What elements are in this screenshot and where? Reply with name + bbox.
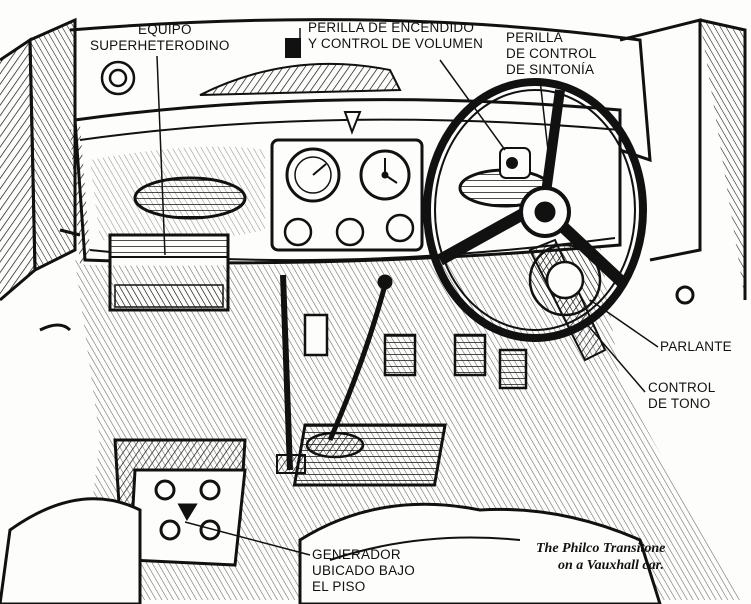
label-line: PARLANTE bbox=[660, 339, 732, 354]
label-line: EQUIPO bbox=[138, 22, 192, 37]
cowl bbox=[199, 62, 402, 96]
windshield-frame bbox=[0, 17, 747, 302]
label-generador: GENERADOR UBICADO BAJO EL PISO bbox=[312, 547, 415, 595]
label-line: CONTROL bbox=[648, 380, 716, 395]
label-line: DE SINTONÍA bbox=[506, 62, 595, 77]
caption-line: on a Vauxhall car. bbox=[558, 558, 664, 573]
loudspeaker bbox=[528, 243, 602, 317]
rearview-mirror bbox=[100, 60, 136, 96]
seats bbox=[0, 497, 662, 604]
label-line: DE TONO bbox=[648, 396, 711, 411]
door-handles bbox=[39, 228, 695, 332]
floor-mat bbox=[292, 423, 447, 487]
label-line: Y CONTROL DE VOLUMEN bbox=[308, 36, 484, 51]
label-line: SUPERHETERODINO bbox=[90, 38, 230, 53]
label-perilla-encendido: PERILLA DE ENCENDIDO Y CONTROL DE VOLUME… bbox=[308, 20, 483, 52]
caption: The Philco Transitone on a Vauxhall car. bbox=[536, 540, 665, 574]
label-parlante: PARLANTE bbox=[660, 339, 732, 355]
label-line: PERILLA DE ENCENDIDO bbox=[308, 20, 475, 35]
cowl-ornament bbox=[285, 38, 301, 58]
steering-wheel bbox=[423, 78, 647, 342]
pedals bbox=[303, 313, 528, 390]
label-line: UBICADO BAJO bbox=[312, 563, 415, 578]
label-control-tono: CONTROL DE TONO bbox=[648, 380, 715, 412]
leader-lines bbox=[156, 28, 659, 556]
radio-control-head bbox=[499, 147, 531, 179]
label-line: EL PISO bbox=[312, 579, 366, 594]
instrument-panel bbox=[270, 111, 424, 252]
label-line: PERILLA bbox=[506, 30, 563, 45]
label-line: DE CONTROL bbox=[506, 46, 597, 61]
label-perilla-sintonia: PERILLA DE CONTROL DE SINTONÍA bbox=[506, 30, 597, 78]
caption-line: The Philco Transitone bbox=[536, 541, 666, 556]
label-line: GENERADOR bbox=[312, 547, 401, 562]
generator-plate bbox=[113, 438, 247, 567]
oval-vent-left bbox=[133, 176, 247, 220]
label-equipo-superheterodino: EQUIPO SUPERHETERODINO bbox=[90, 22, 230, 54]
